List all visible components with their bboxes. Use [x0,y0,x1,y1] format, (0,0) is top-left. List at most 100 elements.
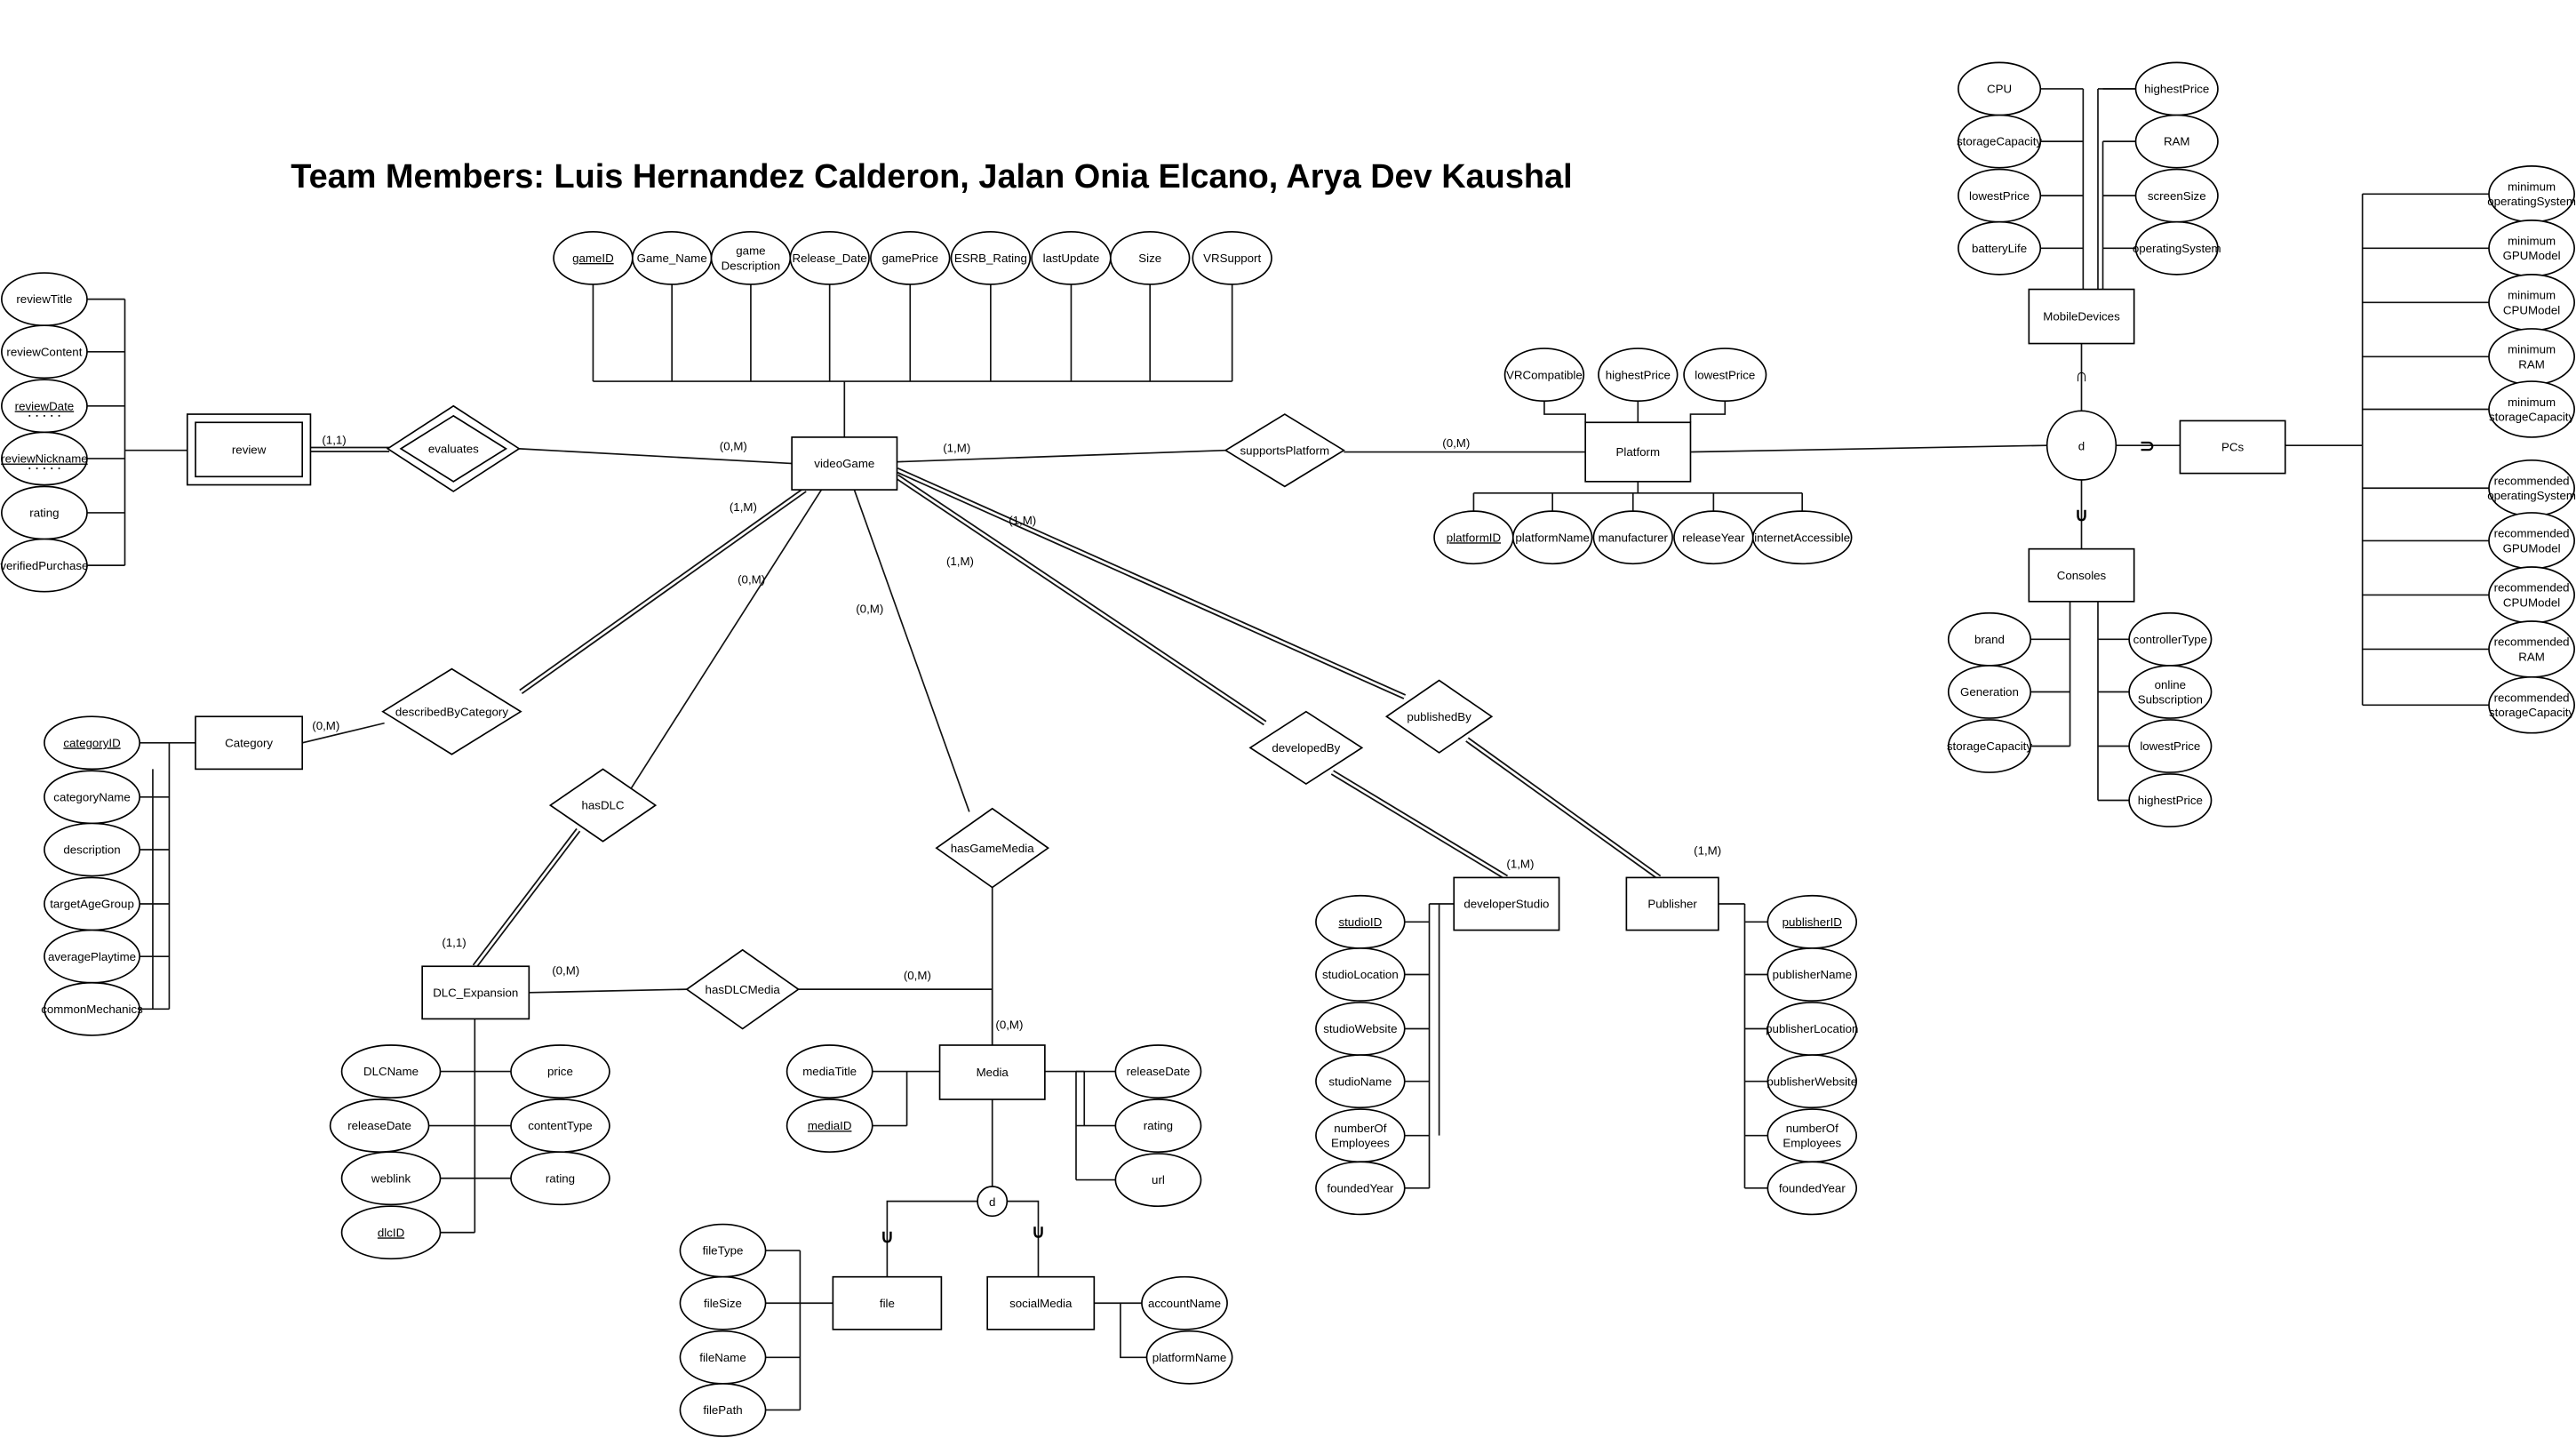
attribute-lastupdate[interactable]: lastUpdate [1031,230,1112,285]
attribute-vrcompatible[interactable]: VRCompatible [1503,348,1585,403]
attribute-rating[interactable]: rating [1114,1098,1202,1154]
attribute-url[interactable]: url [1114,1153,1202,1208]
attribute-studiowebsite[interactable]: studioWebsite [1315,1002,1406,1056]
attribute-brand[interactable]: brand [1947,611,2032,667]
attribute-storagecapacity[interactable]: storageCapacity [1947,719,2032,773]
attribute-categoryid[interactable]: categoryID [44,715,140,771]
attribute-rating[interactable]: rating [510,1151,610,1206]
attribute-reviewtitle[interactable]: reviewTitle [1,272,88,327]
attribute-size[interactable]: Size [1109,230,1191,285]
attribute-highestprice[interactable]: highestPrice [1598,348,1679,403]
attribute-gameid[interactable]: gameID [553,230,634,285]
attribute-lowestprice[interactable]: lowestPrice [1957,168,2042,223]
attribute-verifiedpurchase[interactable]: verifiedPurchase [0,538,88,593]
attribute-dlcid[interactable]: dlcID [340,1205,442,1260]
attribute-averageplaytime[interactable]: averagePlaytime [44,929,140,984]
attribute-reviewdate[interactable]: reviewDate [1,379,88,434]
attribute-studioname[interactable]: studioName [1315,1054,1406,1109]
attribute-categoryname[interactable]: categoryName [44,770,140,825]
relationship-publishedby[interactable]: publishedBy [1384,679,1494,754]
attribute-platformname[interactable]: platformName [1145,1330,1233,1385]
attribute-filepath[interactable]: filePath [679,1383,767,1437]
entity-publisher[interactable]: Publisher [1625,876,1719,931]
attribute-weblink[interactable]: weblink [340,1151,442,1206]
attribute-gameprice[interactable]: gamePrice [870,230,951,285]
attribute-controllertype[interactable]: controllerType [2128,611,2213,667]
attribute-batterylife[interactable]: batteryLife [1957,220,2042,276]
attribute-highestprice[interactable]: highestPrice [2128,773,2213,827]
entity-media[interactable]: Media [938,1044,1046,1100]
attribute-cpu[interactable]: CPU [1957,61,2042,116]
attribute-reviewcontent[interactable]: reviewContent [1,324,88,379]
relationship-supportsplatform[interactable]: supportsPlatform [1224,413,1345,488]
attribute-commonmechanics[interactable]: commonMechanics [41,981,143,1036]
attribute-rating[interactable]: rating [1,485,88,540]
attribute-contenttype[interactable]: contentType [510,1098,610,1154]
attribute-platformid[interactable]: platformID [1433,510,1514,565]
entity-mobiledevices[interactable]: MobileDevices [2028,288,2135,345]
attribute-manufacturer[interactable]: manufacturer [1592,510,1673,565]
attribute-lowestprice[interactable]: lowestPrice [1683,348,1767,403]
attribute-targetagegroup[interactable]: targetAgeGroup [44,876,140,931]
attribute-reviewnickname[interactable]: reviewNickname [1,431,88,486]
relationship-hasdlc[interactable]: hasDLC [548,768,658,843]
relationship-developedby[interactable]: developedBy [1248,710,1364,786]
attribute-game-name[interactable]: Game_Name [631,230,713,285]
attribute-lowestprice[interactable]: lowestPrice [2128,719,2213,773]
entity-consoles[interactable]: Consoles [2028,547,2135,603]
entity-review[interactable]: review [186,413,312,486]
attribute-publishername[interactable]: publisherName [1767,947,1858,1002]
attribute-filetype[interactable]: fileType [679,1223,767,1278]
attribute-foundedyear[interactable]: foundedYear [1767,1161,1858,1216]
entity-dlc-expansion[interactable]: DLC_Expansion [421,965,530,1020]
entity-developerstudio[interactable]: developerStudio [1453,876,1560,931]
attribute-mediaid[interactable]: mediaID [786,1098,873,1154]
attribute-storagecapacity[interactable]: storageCapacity [1957,114,2042,169]
attribute-filename[interactable]: fileName [679,1330,767,1385]
attribute-vrsupport[interactable]: VRSupport [1192,230,1272,285]
attribute-publisherid[interactable]: publisherID [1767,894,1858,949]
entity-socialmedia[interactable]: socialMedia [986,1275,1096,1330]
relationship-evaluates[interactable]: evaluates [386,404,521,492]
entity-platform[interactable]: Platform [1584,421,1692,483]
entity-videogame[interactable]: videoGame [791,436,898,491]
attribute-publisherlocation[interactable]: publisherLocation [1766,1002,1858,1056]
attribute-filesize[interactable]: fileSize [679,1275,767,1330]
relationship-hasdlcmedia[interactable]: hasDLCMedia [685,948,800,1030]
attribute-description[interactable]: description [44,822,140,877]
attribute-studiolocation[interactable]: studioLocation [1315,947,1406,1002]
attribute-highestprice[interactable]: highestPrice [2134,61,2219,116]
attribute-platformname[interactable]: platformName [1511,510,1593,565]
attribute-price[interactable]: price [510,1044,610,1098]
relationship-describedbycategory[interactable]: describedByCategory [381,667,522,755]
attribute-mediatitle[interactable]: mediaTitle [786,1044,873,1098]
relationship-hasgamemedia[interactable]: hasGameMedia [935,807,1050,889]
attribute-dlcname[interactable]: DLCName [340,1044,442,1098]
entity-pcs[interactable]: PCs [2179,419,2286,475]
attribute-ram[interactable]: RAM [2134,114,2219,169]
attribute-internetaccessible[interactable]: internetAccessible [1751,510,1853,565]
attribute-studioid[interactable]: studioID [1315,894,1406,949]
attribute-releasedate[interactable]: releaseDate [329,1098,430,1154]
attribute-generation[interactable]: Generation [1947,665,2032,719]
entity-category[interactable]: Category [195,715,304,771]
attribute-accountname[interactable]: accountName [1141,1275,1228,1330]
attribute-publisherwebsite[interactable]: publisherWebsite [1767,1054,1857,1109]
attribute-screensize[interactable]: screenSize [2134,168,2219,223]
attribute-releasedate[interactable]: releaseDate [1114,1044,1202,1098]
entity-file[interactable]: file [832,1275,943,1330]
attribute-releaseyear[interactable]: releaseYear [1673,510,1754,565]
attribute-release-date[interactable]: Release_Date [789,230,870,285]
